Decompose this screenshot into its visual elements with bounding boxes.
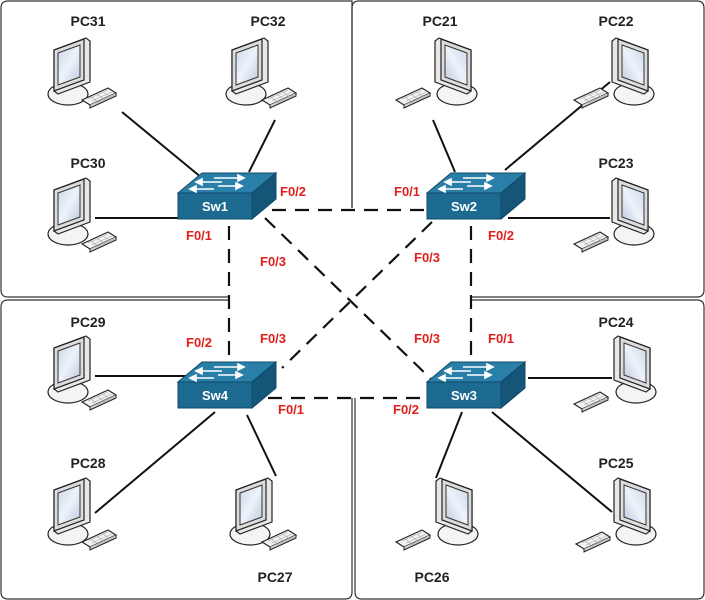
pc-pc25[interactable]: PC25 [575,455,657,553]
switch-label: Sw2 [451,199,477,214]
trunk-sw2-sw4 [281,221,433,369]
monitor-icon [613,335,657,404]
pc-pc31[interactable]: PC31 [47,13,117,109]
link-pc26-sw3 [435,411,463,479]
pc-pc22[interactable]: PC22 [573,13,655,109]
pc-pc27[interactable]: PC27 [229,477,297,585]
pc-label: PC29 [70,314,105,330]
pc-pc30[interactable]: PC30 [47,155,117,253]
link-pc21-sw2 [432,119,456,173]
monitor-icon [47,335,91,404]
link-pc31-sw1 [121,111,203,179]
switch-sw1[interactable]: Sw1 [177,172,277,220]
switch-sw4[interactable]: Sw4 [177,361,277,409]
monitor-icon [47,477,91,546]
keyboard-icon [573,391,609,413]
port-label-sw2-f01: F0/1 [394,184,420,199]
pc-pc28[interactable]: PC28 [47,455,117,551]
link-pc25-sw3 [491,411,613,513]
keyboard-icon [573,87,609,109]
monitor-icon [611,177,655,246]
pc-label: PC26 [414,569,449,585]
pc-label: PC31 [70,13,105,29]
pc-pc26[interactable]: PC26 [395,477,479,585]
pc-label: PC32 [250,13,285,29]
switch-sw2[interactable]: Sw2 [426,172,526,220]
pc-label: PC22 [598,13,633,29]
port-label-sw4-f02: F0/2 [186,335,212,350]
port-label-sw2-f03: F0/3 [414,250,440,265]
pc-label: PC21 [422,13,457,29]
pc-pc29[interactable]: PC29 [47,314,117,411]
monitor-icon [611,37,655,106]
port-label-sw4-f03: F0/3 [260,331,286,346]
port-label-sw1-f02: F0/2 [280,184,306,199]
zone-bottom-left [0,299,353,600]
port-label-sw1-f03: F0/3 [260,254,286,269]
keyboard-icon [573,231,609,253]
link-pc32-sw1 [248,119,276,173]
pc-label: PC23 [598,155,633,171]
pc-pc23[interactable]: PC23 [573,155,655,253]
link-pc27-sw4 [246,414,277,477]
pc-label: PC30 [70,155,105,171]
monitor-icon [434,37,478,106]
monitor-icon [229,477,273,546]
port-label-sw4-f01: F0/1 [278,402,304,417]
pc-label: PC25 [598,455,633,471]
port-label-sw3-f01: F0/1 [488,331,514,346]
switch-label: Sw1 [202,199,228,214]
pc-label: PC27 [257,569,292,585]
monitor-icon [435,477,479,546]
pc-pc24[interactable]: PC24 [573,314,657,413]
link-pc28-sw4 [94,411,216,514]
switch-sw3[interactable]: Sw3 [426,361,526,409]
port-label-sw1-f01: F0/1 [186,228,212,243]
pc-pc21[interactable]: PC21 [395,13,478,109]
keyboard-icon [575,531,611,553]
monitor-icon [47,37,91,106]
port-label-sw3-f02: F0/2 [393,402,419,417]
port-label-sw2-f02: F0/2 [488,228,514,243]
keyboard-icon [395,87,431,109]
monitor-icon [47,177,91,246]
keyboard-icon [261,87,297,109]
pc-pc32[interactable]: PC32 [225,13,297,109]
zone-top-right [351,0,705,298]
monitor-icon [225,37,269,106]
pc-label: PC28 [70,455,105,471]
monitor-icon [613,477,657,546]
port-label-sw3-f03: F0/3 [414,331,440,346]
pc-label: PC24 [598,314,633,330]
trunk-sw1-sw3 [264,217,433,381]
switch-label: Sw4 [202,388,229,403]
switch-label: Sw3 [451,388,477,403]
keyboard-icon [395,529,431,551]
zone-bottom-right [354,299,705,600]
